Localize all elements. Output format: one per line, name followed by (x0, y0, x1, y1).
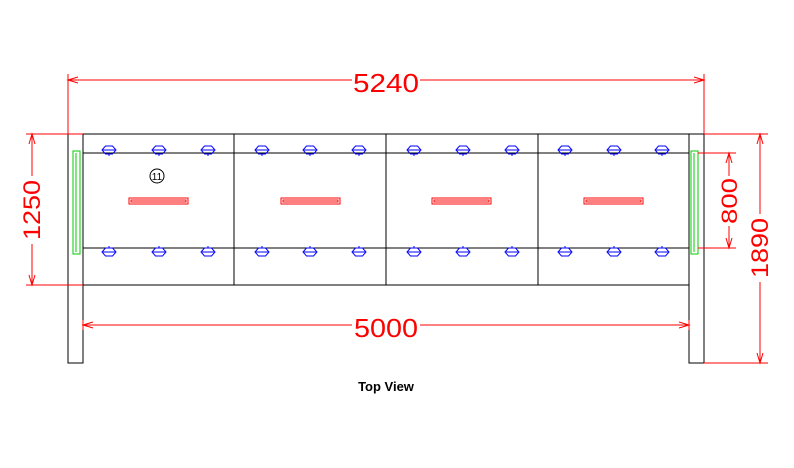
fitting (654, 145, 670, 156)
callout-marker: 11 (149, 168, 165, 184)
fitting (654, 246, 670, 257)
fitting (254, 246, 270, 257)
dimension-right-height (704, 132, 768, 365)
fitting (504, 145, 520, 156)
view-caption: Top View (358, 379, 415, 394)
fitting (455, 145, 471, 156)
dimension-left-height-label: 1250 (19, 180, 46, 240)
fitting (406, 246, 422, 257)
fitting (151, 246, 167, 257)
left-post-green-detail (72, 150, 81, 255)
fitting (302, 145, 318, 156)
handle-3 (431, 197, 492, 205)
handle-1 (128, 197, 189, 205)
handle-4 (583, 197, 644, 205)
dimension-overall-length (66, 74, 706, 134)
dimension-inner-length-label: 5000 (354, 313, 418, 343)
fitting (455, 246, 471, 257)
fitting (151, 145, 167, 156)
frame (82, 133, 690, 286)
dimension-inner-length (81, 320, 691, 330)
dimension-center-height (698, 151, 736, 250)
fitting (557, 145, 573, 156)
right-post-green-detail (690, 150, 699, 255)
fitting (200, 145, 216, 156)
fitting (101, 145, 117, 156)
dimension-overall-length-label: 5240 (353, 68, 419, 98)
dimension-center-height-label: 800 (717, 178, 742, 224)
fitting (557, 246, 573, 257)
fittings (101, 145, 670, 257)
handle-2 (280, 197, 341, 205)
fitting (351, 145, 367, 156)
fitting (302, 246, 318, 257)
fitting (254, 145, 270, 156)
fitting (101, 246, 117, 257)
fitting (606, 246, 622, 257)
fitting (406, 145, 422, 156)
fitting (504, 246, 520, 257)
dimension-right-height-label: 1890 (747, 218, 774, 278)
fitting (200, 246, 216, 257)
fitting (351, 246, 367, 257)
fitting (606, 145, 622, 156)
handles (128, 197, 644, 205)
dimension-left-height (26, 132, 83, 287)
callout-number: 11 (152, 172, 163, 183)
